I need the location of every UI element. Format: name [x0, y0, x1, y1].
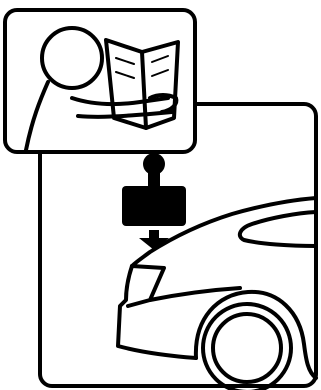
weight-body [122, 186, 186, 226]
manual-panel [5, 10, 195, 152]
manual-panel-frame [5, 10, 195, 152]
weight-neck [148, 170, 160, 188]
